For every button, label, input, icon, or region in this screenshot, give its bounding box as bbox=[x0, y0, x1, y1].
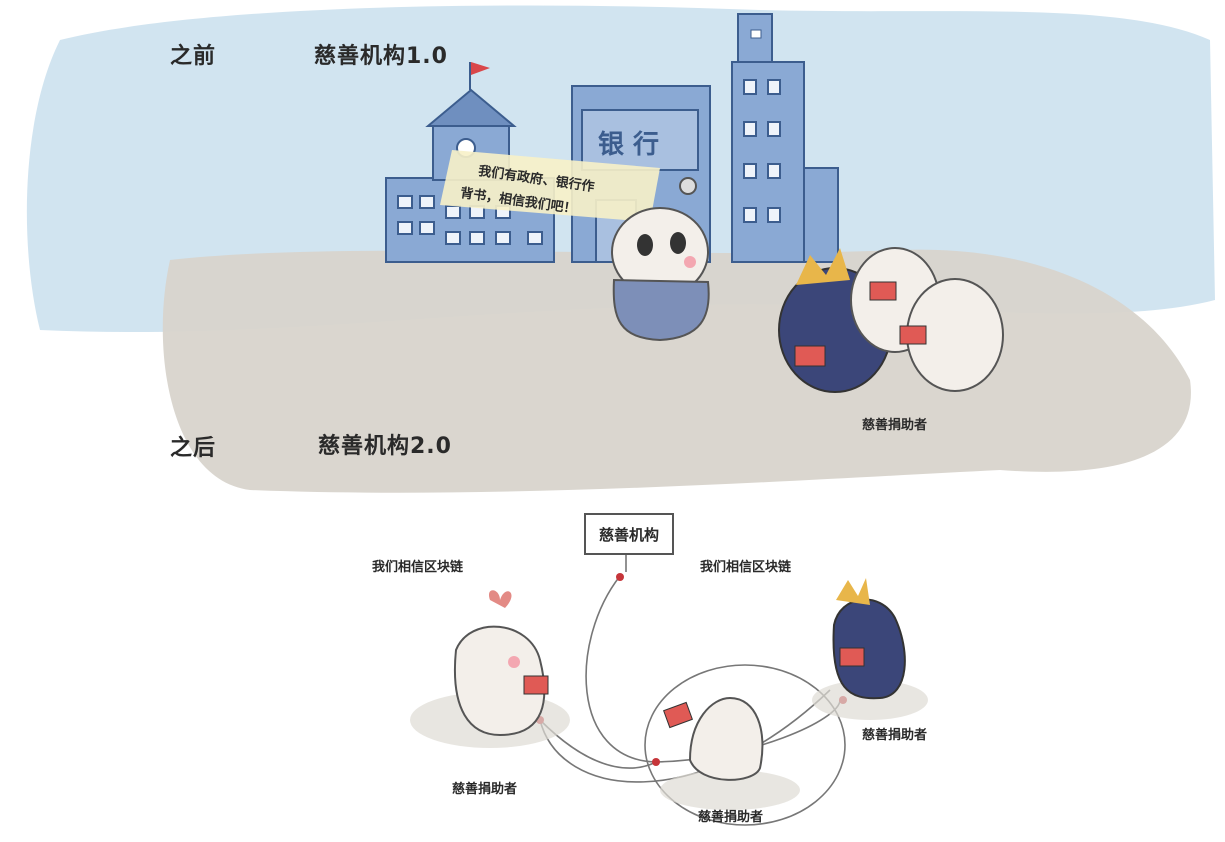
bank-sign: 银 行 bbox=[598, 130, 660, 160]
navy-donor-right-icon bbox=[832, 578, 906, 700]
left-speech-bubble: 我们相信区块链 bbox=[372, 560, 464, 575]
node-dot bbox=[652, 758, 660, 766]
donor-right-label: 慈善捐助者 bbox=[862, 728, 928, 743]
node-dot bbox=[616, 573, 624, 581]
after-label: 之后 bbox=[170, 436, 217, 461]
charity-1-title: 慈善机构1.0 bbox=[314, 44, 448, 69]
donor-left-label: 慈善捐助者 bbox=[452, 782, 518, 797]
donors-label-top: 慈善捐助者 bbox=[862, 418, 928, 433]
tower-building-icon bbox=[731, 13, 839, 263]
before-label: 之前 bbox=[170, 44, 217, 69]
right-speech-bubble: 我们相信区块链 bbox=[700, 560, 792, 575]
donor-center-label: 慈善捐助者 bbox=[698, 810, 764, 825]
white-donor-left-icon bbox=[454, 590, 549, 737]
charity-2-title: 慈善机构2.0 bbox=[318, 434, 452, 459]
white-donor-center-icon bbox=[663, 696, 764, 781]
donor-group-icon bbox=[778, 247, 1004, 393]
suited-character-icon bbox=[611, 177, 710, 342]
charity-sign: 慈善机构 bbox=[584, 513, 674, 555]
speech-banner bbox=[440, 150, 660, 222]
